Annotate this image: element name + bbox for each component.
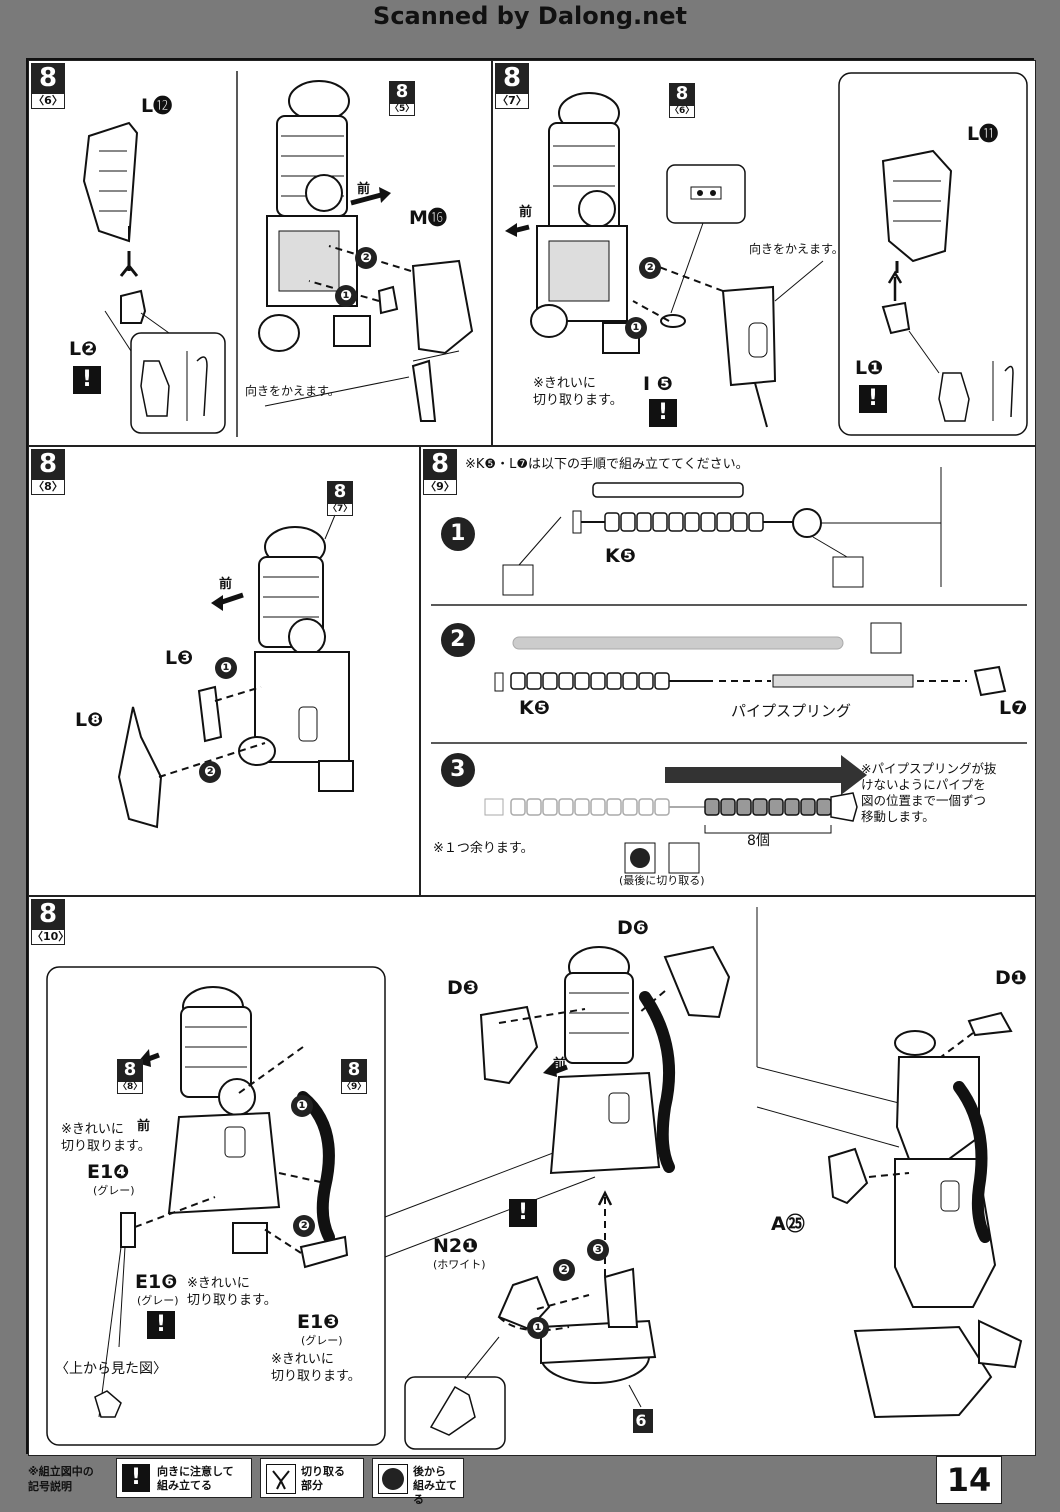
instruction-sheet: 8 〈6〉 bbox=[26, 58, 1036, 1456]
step-8-8-badge: 8 〈8〉 bbox=[31, 449, 65, 495]
color-gray-1: (グレー) bbox=[93, 1184, 135, 1197]
part-label-l8: L❽ bbox=[75, 709, 104, 731]
scan-watermark: Scanned by Dalong.net bbox=[373, 2, 687, 30]
step-number-3e: ❸ bbox=[587, 1239, 609, 1261]
caution-icon-legend: ! bbox=[122, 1464, 150, 1492]
legend-later: 後から 組み立てる bbox=[372, 1458, 464, 1506]
front-direction-label-5: 前 bbox=[553, 1057, 567, 1072]
cut-last-label: (最後に切り取る) bbox=[619, 874, 705, 887]
step-number-2b: ❷ bbox=[639, 257, 661, 279]
color-gray-3: (グレー) bbox=[301, 1334, 343, 1347]
clean-cut-note: ※きれいに 切り取ります。 bbox=[533, 376, 623, 408]
front-direction-label-2: 前 bbox=[519, 205, 533, 220]
step-number-2: ❷ bbox=[355, 247, 377, 269]
part-label-e13: E1❸ bbox=[297, 1311, 340, 1333]
caution-icon-5: ! bbox=[509, 1199, 537, 1227]
part-label-d6: D❻ bbox=[617, 917, 649, 939]
step-number-2c: ❷ bbox=[199, 761, 221, 783]
step-8-9-panel: 8 〈9〉 ※K❺・L❼は以下の手順で組み立ててください。 bbox=[420, 446, 1036, 896]
pipe-spring-label: パイプスプリング bbox=[731, 702, 852, 720]
step-8-10-illustration bbox=[46, 907, 1023, 1450]
part-label-l1: L❶ bbox=[855, 357, 884, 379]
part-label-n21: N2❶ bbox=[433, 1235, 479, 1257]
count-label: 8個 bbox=[747, 833, 770, 849]
assembly-intro-note: ※K❺・L❼は以下の手順で組み立ててください。 bbox=[465, 457, 749, 472]
part-label-l3: L❸ bbox=[165, 647, 194, 669]
color-gray-2: (グレー) bbox=[137, 1294, 179, 1307]
step-8-8-ref-badge: 8〈7〉 bbox=[327, 481, 353, 516]
part-label-k5: K❺ bbox=[605, 545, 636, 567]
step-number-1d: ❶ bbox=[291, 1095, 313, 1117]
step-number-1e: ❶ bbox=[527, 1317, 549, 1339]
part-label-k5-b: K❺ bbox=[519, 697, 550, 719]
step-8-7-ref-badge: 8〈6〉 bbox=[669, 83, 695, 118]
caution-icon-4: ! bbox=[147, 1311, 175, 1339]
step-8-6-ref-badge: 8〈5〉 bbox=[389, 81, 415, 116]
clean-cut-note-1: ※きれいに 切り取ります。 bbox=[61, 1122, 151, 1154]
part-label-l7: L❼ bbox=[999, 697, 1028, 719]
step-8-6-panel: 8 〈6〉 bbox=[28, 60, 492, 446]
part-label-l2: L❷ bbox=[69, 338, 98, 360]
step-8-6-illustration bbox=[82, 71, 474, 437]
part-label-d1: D❶ bbox=[995, 967, 1027, 989]
part-label-l12: L⓬ bbox=[141, 95, 173, 117]
part-label-e16: E1❻ bbox=[135, 1271, 178, 1293]
step-8-10-ref-badge-b: 8〈9〉 bbox=[341, 1059, 367, 1094]
step-number-2d: ❷ bbox=[293, 1215, 315, 1237]
part-label-d3: D❸ bbox=[447, 977, 479, 999]
step-8-6-badge: 8 〈6〉 bbox=[31, 63, 65, 109]
part-label-e14: E1❹ bbox=[87, 1161, 130, 1183]
step-8-10-ref-badge-a: 8〈8〉 bbox=[117, 1059, 143, 1094]
legend-caption: ※組立図中の 記号説明 bbox=[28, 1465, 94, 1493]
clean-cut-note-3: ※きれいに 切り取ります。 bbox=[271, 1352, 361, 1384]
step-8-7-illustration bbox=[505, 72, 1028, 436]
one-left-over-note: ※１つ余ります。 bbox=[433, 841, 534, 856]
caution-icon-2: ! bbox=[859, 385, 887, 413]
caution-icon-3: ! bbox=[649, 399, 677, 427]
stand-number: 6 bbox=[635, 1411, 647, 1430]
part-label-a25: A㉕ bbox=[771, 1213, 805, 1235]
caution-icon: ! bbox=[73, 366, 101, 394]
nipper-icon bbox=[266, 1464, 296, 1494]
front-direction-label-4: 前 bbox=[137, 1119, 151, 1134]
step-number-1c: ❶ bbox=[215, 657, 237, 679]
top-view-label: 〈上から見た図〉 bbox=[55, 1361, 167, 1377]
front-direction-label-3: 前 bbox=[219, 577, 233, 592]
step-8-8-illustration bbox=[117, 514, 354, 829]
page-number: 14 bbox=[936, 1456, 1002, 1504]
symbol-legend: ※組立図中の 記号説明 ! 向きに注意して 組み立てる 切り取る 部分 後から … bbox=[26, 1456, 466, 1506]
part-label-m16: M⓰ bbox=[409, 207, 447, 229]
clean-cut-note-2: ※きれいに 切り取ります。 bbox=[187, 1276, 277, 1308]
step-8-9-badge: 8 〈9〉 bbox=[423, 449, 457, 495]
step-8-9-illustration bbox=[431, 467, 1027, 874]
part-label-i5: I ❺ bbox=[643, 373, 673, 395]
color-white: (ホワイト) bbox=[433, 1258, 486, 1271]
step-8-10-panel: 8 〈10〉 bbox=[28, 896, 1036, 1456]
front-direction-label: 前 bbox=[357, 182, 371, 197]
step-8-7-badge: 8 〈7〉 bbox=[495, 63, 529, 109]
assemble-later-icon bbox=[378, 1464, 408, 1494]
turn-around-note-2: 向きをかえます。 bbox=[749, 242, 844, 256]
step-number-2e: ❷ bbox=[553, 1259, 575, 1281]
part-label-l11: L⓫ bbox=[967, 123, 999, 145]
turn-around-note: 向きをかえます。 bbox=[245, 384, 340, 398]
step-8-8-panel: 8 〈8〉 8〈7〉 L❸ L❽ 前 ❶ ❷ bbox=[28, 446, 420, 896]
step-number-1b: ❶ bbox=[625, 317, 647, 339]
pipe-spring-note: ※パイプスプリングが抜 けないようにパイプを 図の位置まで一個ずつ 移動します。 bbox=[861, 761, 997, 824]
step-number-1: ❶ bbox=[335, 285, 357, 307]
legend-caution: ! 向きに注意して 組み立てる bbox=[116, 1458, 252, 1498]
legend-cut: 切り取る 部分 bbox=[260, 1458, 364, 1498]
step-8-10-badge: 8 〈10〉 bbox=[31, 899, 70, 945]
step-8-7-panel: 8 〈7〉 bbox=[492, 60, 1036, 446]
